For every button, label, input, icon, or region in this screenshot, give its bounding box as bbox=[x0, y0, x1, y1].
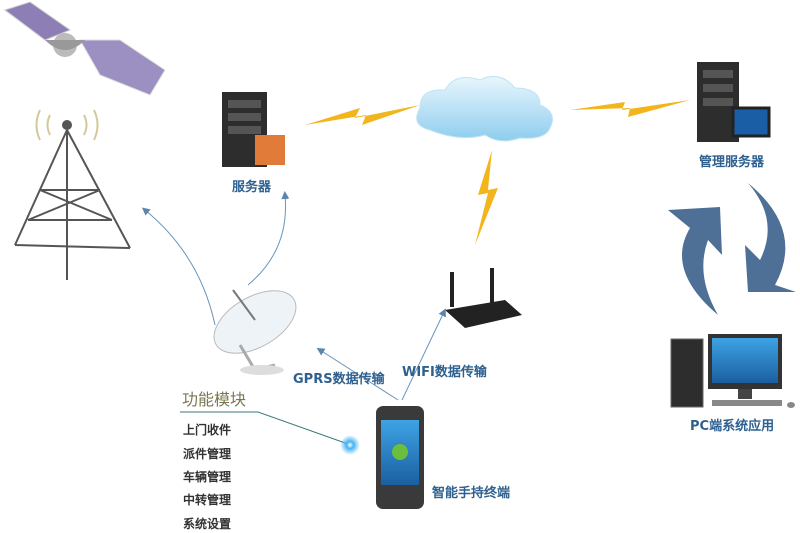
gprs-label: GPRS数据传输 bbox=[293, 372, 385, 387]
handheld-terminal-icon bbox=[376, 406, 424, 509]
arrow-phone-to-router bbox=[401, 308, 446, 401]
cell-tower-icon bbox=[14, 109, 131, 280]
management-server-label: 管理服务器 bbox=[699, 155, 765, 170]
terminal-label: 智能手持终端 bbox=[432, 486, 511, 501]
lightning-icon bbox=[475, 150, 498, 245]
management-server-icon bbox=[697, 62, 771, 142]
module-item: 中转管理 bbox=[183, 493, 232, 507]
module-item: 上门收件 bbox=[183, 423, 232, 437]
satellite-icon bbox=[3, 1, 166, 96]
pc-icon bbox=[670, 334, 795, 408]
cloud-icon bbox=[416, 75, 553, 142]
arrow-phone-to-gprs bbox=[316, 347, 399, 401]
module-item: 车辆管理 bbox=[183, 470, 232, 484]
module-item: 系统设置 bbox=[183, 517, 232, 531]
wifi-router-icon bbox=[445, 268, 522, 328]
connector-dot bbox=[340, 435, 360, 455]
lightning-icon bbox=[305, 105, 420, 125]
wifi-label: WIFI数据传输 bbox=[402, 365, 487, 380]
arrow-dish-to-tower bbox=[141, 207, 216, 326]
pc-label: PC端系统应用 bbox=[690, 419, 775, 434]
sync-arrows-icon bbox=[668, 183, 796, 315]
satellite-dish-icon bbox=[213, 289, 297, 375]
lightning-icon bbox=[570, 100, 690, 117]
module-connector-line bbox=[180, 411, 349, 445]
arrow-dish-to-server bbox=[247, 191, 290, 286]
server-label: 服务器 bbox=[232, 180, 272, 195]
module-title: 功能模块 bbox=[182, 390, 247, 409]
module-item: 派件管理 bbox=[183, 447, 232, 461]
server-icon bbox=[222, 92, 285, 167]
